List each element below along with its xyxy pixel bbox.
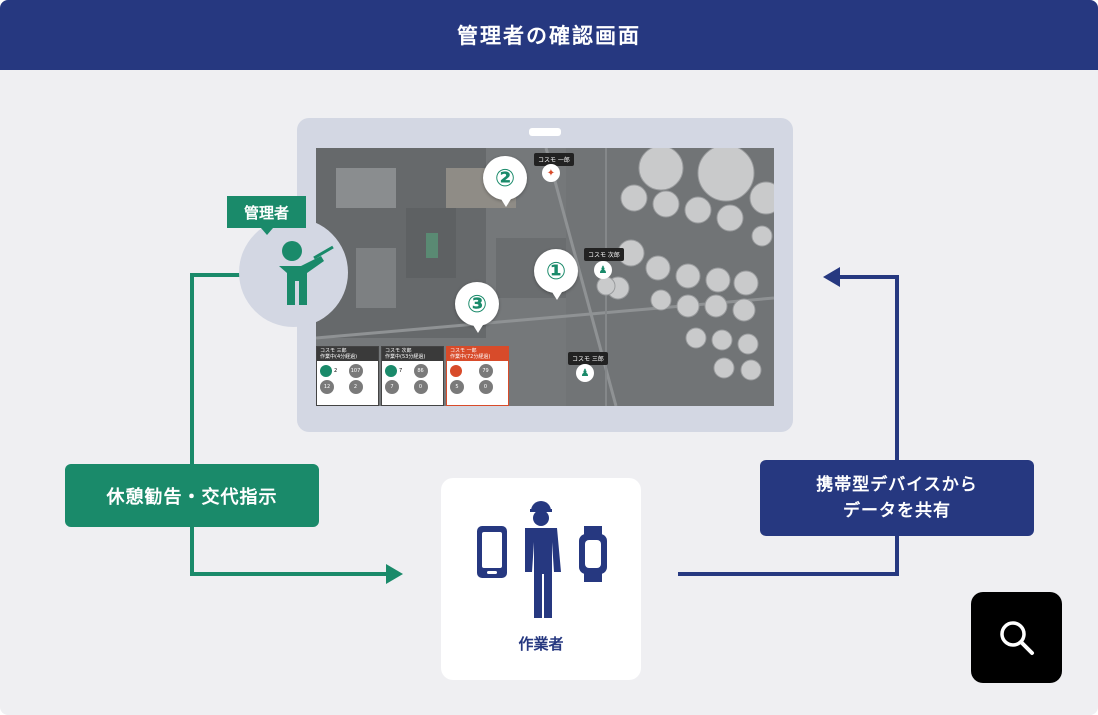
- card-header: コスモ 三郎 作業中(4分経過): [317, 347, 378, 361]
- marker-1-number: ①: [545, 257, 567, 285]
- walking-icon: [320, 365, 332, 377]
- card-stat: 7: [385, 380, 399, 394]
- worker-marker-3[interactable]: ③: [455, 282, 499, 333]
- worker-box: 作業者: [441, 478, 641, 680]
- heart-rate-value: 79: [478, 364, 493, 378]
- manager-avatar: [239, 218, 348, 327]
- smartphone-icon: [477, 526, 507, 578]
- manager-label: 管理者: [227, 196, 306, 235]
- share-arrow-head: [823, 267, 840, 287]
- smartwatch-icon: [579, 526, 607, 582]
- card-status: 作業中(53分経過): [385, 354, 426, 360]
- manager-label-text: 管理者: [243, 203, 289, 222]
- worker-tag: コスモ 三郎: [568, 352, 608, 365]
- tablet-device: ② ① ③ コスモ 一郎 コスモ 次郎 コスモ 三郎 ✦ ♟ ♟ コスモ 三郎 …: [297, 118, 793, 432]
- card-header: コスモ 次郎 作業中(53分経過): [382, 347, 443, 361]
- header: 管理者の確認画面: [0, 0, 1098, 70]
- worker-marker-2[interactable]: ②: [483, 156, 527, 207]
- walking-icon: [385, 365, 397, 377]
- worker-pin[interactable]: ♟: [576, 364, 594, 382]
- header-title: 管理者の確認画面: [457, 24, 641, 48]
- card-status: 作業中(72分経過): [450, 354, 491, 360]
- card-stat: 0: [413, 380, 428, 394]
- card-header: コスモ 一郎 作業中(72分経過): [447, 347, 508, 361]
- card-body: 7 86 7 0: [382, 361, 443, 397]
- map-screen[interactable]: ② ① ③ コスモ 一郎 コスモ 次郎 コスモ 三郎 ✦ ♟ ♟ コスモ 三郎 …: [316, 148, 774, 406]
- card-name: コスモ 次郎: [385, 348, 412, 354]
- data-share-label: 携帯型デバイスから データを共有: [760, 460, 1034, 536]
- worker-card-alert[interactable]: コスモ 一郎 作業中(72分経過) 79 5 0: [446, 346, 509, 406]
- worker-label: 作業者: [518, 635, 564, 653]
- marker-2-number: ②: [494, 164, 516, 192]
- zoom-button[interactable]: [971, 592, 1062, 683]
- satellite-map: [316, 148, 774, 406]
- share-arrow-line: [678, 275, 899, 576]
- manager-presenter-icon: [279, 241, 334, 305]
- worker-pin[interactable]: ♟: [594, 261, 612, 279]
- instruction-arrow-line: [190, 273, 388, 576]
- card-body: 79 5 0: [447, 361, 508, 397]
- card-value: 7: [399, 368, 403, 374]
- worker-card[interactable]: コスモ 次郎 作業中(53分経過) 7 86 7 0: [381, 346, 444, 406]
- data-share-label-line1: 携帯型デバイスから: [816, 475, 978, 495]
- card-stat: 0: [478, 380, 493, 394]
- card-name: コスモ 一郎: [450, 348, 477, 354]
- alert-worker-pin[interactable]: ✦: [542, 164, 560, 182]
- worker-icon: [525, 501, 561, 618]
- worker-devices-illustration: [477, 501, 607, 618]
- worker-card[interactable]: コスモ 三郎 作業中(4分経過) 2 107 12 2: [316, 346, 379, 406]
- tablet-camera: [529, 128, 561, 136]
- heart-rate-value: 107: [348, 364, 363, 378]
- card-status: 作業中(4分経過): [320, 354, 358, 360]
- worker-tag: コスモ 次郎: [584, 248, 624, 261]
- heart-rate-value: 86: [413, 364, 428, 378]
- marker-3-number: ③: [466, 290, 488, 318]
- search-icon: [1000, 621, 1034, 655]
- card-stat: 2: [348, 380, 363, 394]
- alert-walking-icon: [450, 365, 462, 377]
- card-stat: 5: [450, 380, 464, 394]
- card-name: コスモ 三郎: [320, 348, 347, 354]
- worker-tag: コスモ 一郎: [534, 153, 574, 166]
- instruction-label: 休憩勧告・交代指示: [65, 464, 319, 527]
- card-stat: 12: [320, 380, 334, 394]
- card-body: 2 107 12 2: [317, 361, 378, 397]
- data-share-label-line2: データを共有: [843, 501, 951, 521]
- card-value: 2: [334, 368, 338, 374]
- instruction-label-text: 休憩勧告・交代指示: [106, 486, 278, 508]
- instruction-arrow-head: [386, 564, 403, 584]
- worker-cards: コスモ 三郎 作業中(4分経過) 2 107 12 2 コスモ 次郎 作業中(5…: [316, 346, 509, 406]
- worker-marker-1[interactable]: ①: [534, 249, 578, 300]
